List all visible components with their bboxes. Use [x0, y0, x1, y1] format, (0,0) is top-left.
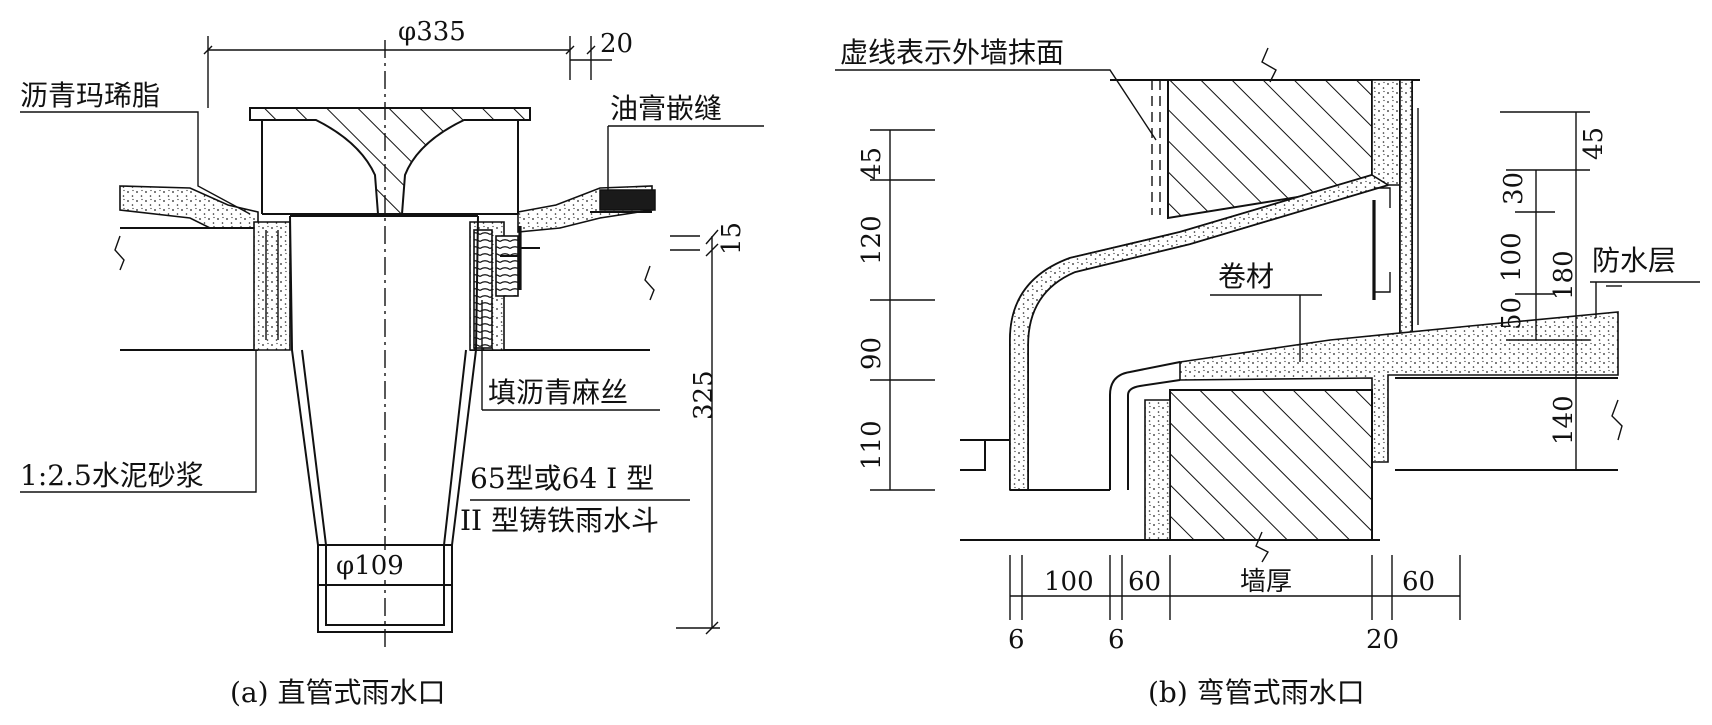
dim-20-bottom: 20 [1366, 625, 1399, 655]
lower-wall [960, 389, 1380, 563]
roof-slab-a [114, 185, 656, 351]
label-asphalt-mastic: 沥青玛琋脂 [20, 79, 160, 112]
dim-bottom-a: φ109 [332, 550, 436, 581]
label-waterproof-layer: 防水层 [1592, 244, 1676, 277]
dim-45-left: 45 [857, 147, 887, 180]
dim-110-left: 110 [857, 420, 887, 470]
dim-50-right: 50 [1497, 297, 1527, 330]
dim-325: 325 [689, 370, 719, 420]
dims-right-b: 45 30 100 180 50 140 [1497, 111, 1609, 471]
dim-45-right: 45 [1579, 127, 1609, 160]
label-type-line2: II 型铸铁雨水斗 [460, 504, 659, 537]
grate-flange [249, 107, 531, 215]
dim-20-a: 20 [600, 29, 633, 59]
figure-b: 45 120 90 110 45 30 100 180 50 140 [835, 36, 1700, 709]
label-type-line1: 65型或64 I 型 [470, 462, 654, 495]
label-paste-caulk: 油膏嵌缝 [610, 92, 722, 125]
dim-right-a: 15 325 [670, 222, 747, 635]
dim-phi109: φ109 [336, 551, 404, 581]
dims-bottom-b: 100 60 墙厚 60 6 6 20 [1008, 555, 1461, 655]
dim-140-right: 140 [1549, 395, 1579, 445]
dim-180-right: 180 [1549, 250, 1579, 300]
dims-left-b: 45 120 90 110 [857, 129, 935, 491]
caption-a: (a) 直管式雨水口 [230, 676, 445, 709]
caption-b: (b) 弯管式雨水口 [1148, 676, 1365, 709]
label-fill-asphalt-hemp: 填沥青麻丝 [488, 376, 628, 409]
dim-6-left: 6 [1008, 625, 1025, 655]
asphalt-hemp-fill [473, 226, 540, 349]
label-membrane: 卷材 [1218, 260, 1274, 293]
upper-wall [1110, 47, 1420, 220]
label-dashed-note: 虚线表示外墙抹面 [840, 36, 1064, 69]
figure-a: φ335 20 15 325 φ109 沥青玛琋脂 油膏嵌缝 [20, 17, 764, 709]
dim-100-bottom: 100 [1044, 567, 1094, 597]
dim-6-mid: 6 [1108, 625, 1125, 655]
dim-100-right: 100 [1497, 232, 1527, 282]
bend-pipe [1009, 174, 1390, 491]
dim-wall-thickness: 墙厚 [1240, 567, 1292, 597]
dim-90-left: 90 [857, 337, 887, 370]
dim-15: 15 [717, 222, 747, 255]
dim-120-left: 120 [857, 215, 887, 265]
dim-top-a: φ335 20 [203, 17, 633, 108]
dim-phi335: φ335 [398, 17, 466, 47]
dim-60-bottom-right: 60 [1402, 567, 1435, 597]
labels-a: 沥青玛琋脂 油膏嵌缝 填沥青麻丝 1:2.5水泥砂浆 65型或64 I 型 II… [20, 79, 764, 537]
dim-60-bottom-left: 60 [1128, 567, 1161, 597]
dim-30-right: 30 [1499, 172, 1529, 205]
flashing-clip [1372, 79, 1419, 341]
roof-slab-b [1179, 285, 1623, 471]
label-cement-mortar: 1:2.5水泥砂浆 [20, 459, 204, 492]
labels-b: 虚线表示外墙抹面 卷材 防水层 [835, 36, 1700, 362]
